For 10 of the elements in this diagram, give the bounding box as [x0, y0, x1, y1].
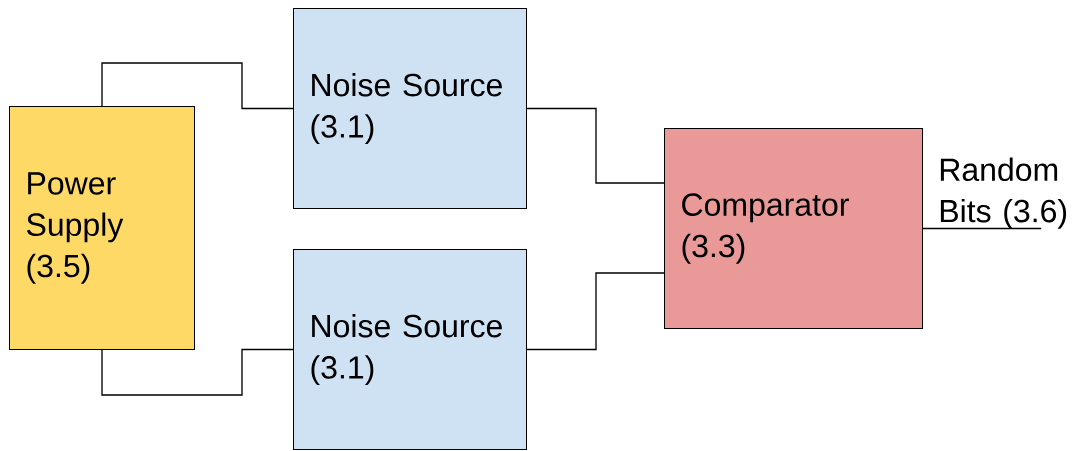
power-supply-box: Power Supply (3.5)	[9, 106, 195, 350]
connector-line	[526, 107, 665, 184]
connector-line	[922, 227, 1042, 230]
output-label: Random Bits (3.6)	[940, 157, 1067, 229]
connector-line	[101, 348, 294, 396]
comparator-box: Comparator (3.3)	[664, 128, 923, 329]
connector-line	[101, 62, 294, 110]
connector-line	[526, 272, 665, 351]
noise-source-box: Noise Source (3.1)	[293, 249, 527, 450]
noise-source-box: Noise Source (3.1)	[293, 8, 527, 209]
